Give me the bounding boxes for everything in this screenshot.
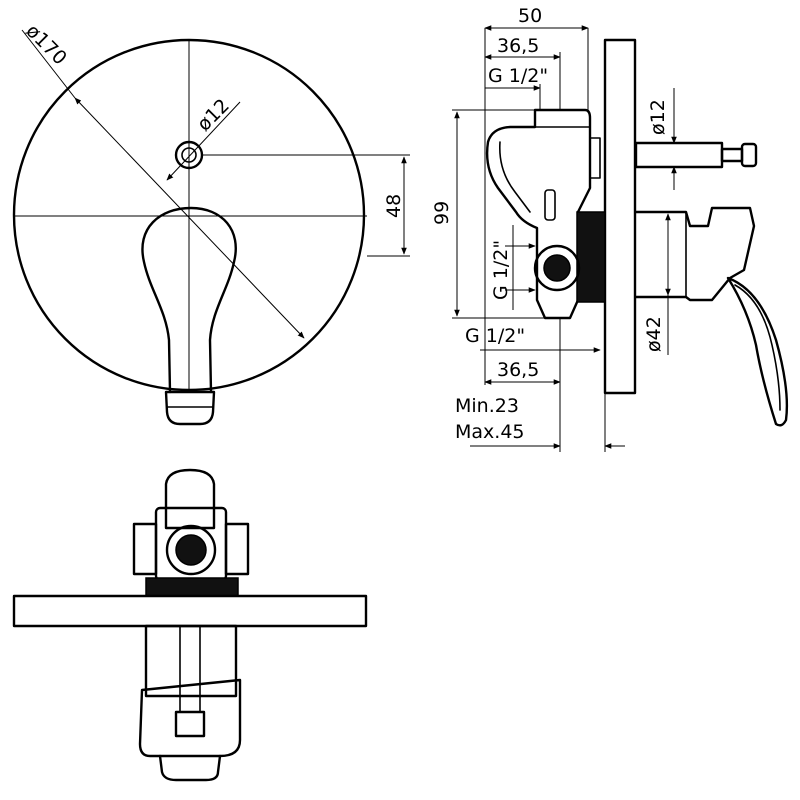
valve-top-cap [164,468,216,530]
top-lever-tip [158,754,222,782]
top-lever-base [138,678,242,758]
install-min-label: Min.23 [455,395,519,417]
plate-diameter-label: ø170 [21,20,70,69]
front-view: ø170 ø12 48 [12,20,410,426]
rod-neck [720,147,744,163]
plate-diameter-leader [21,29,76,99]
wall-plate [603,38,637,395]
valve-top-block [145,577,239,597]
top-view [12,468,368,782]
valve-right-port [224,522,250,576]
height-offset-label: 48 [383,194,405,218]
top-rod-knob [174,710,206,738]
rod-hole-inner [181,147,197,163]
depth-total-label: 50 [518,5,542,27]
hole-diameter-label: ø12 [193,95,234,136]
rod-knob [740,142,758,168]
body-diameter-label: ø42 [643,316,665,352]
install-max-label: Max.45 [455,421,525,443]
valve-top-outlet-inner [175,534,207,566]
valve-body [485,108,592,320]
hole-diameter-leader [166,101,241,181]
lever-side-edge [734,284,781,411]
lever-handle-tip [164,390,216,426]
side-thread-label: G 1/2" [490,240,512,300]
rod-diameter-label: ø12 [647,99,669,135]
height-total-label: 99 [431,201,453,225]
mounting-block [576,211,606,303]
escutcheon-body [634,206,756,302]
valve-top-outlet-outer [165,524,217,576]
valve-inner-contour [498,141,531,213]
side-view: 50 36,5 G 1/2" 99 G 1/2" G 1/2" 36,5 Min… [431,5,789,452]
depth-inlet-bottom-label: 36,5 [497,359,539,381]
top-wall-plate [12,594,368,628]
control-rod [634,141,724,169]
valve-side-port [589,137,601,179]
valve-slot [544,189,556,221]
valve-left-port [132,522,158,576]
thread-bottom-label: G 1/2" [465,325,525,347]
outlet-port-inner [543,254,571,282]
thread-top-label: G 1/2" [488,65,548,87]
top-escutcheon [144,624,238,698]
lever-handle [141,206,237,394]
lever-side-profile [726,276,789,427]
depth-inlet-top-label: 36,5 [497,35,539,57]
outlet-port-outer [533,244,581,292]
plate-diameter-dimension-line [74,97,305,339]
